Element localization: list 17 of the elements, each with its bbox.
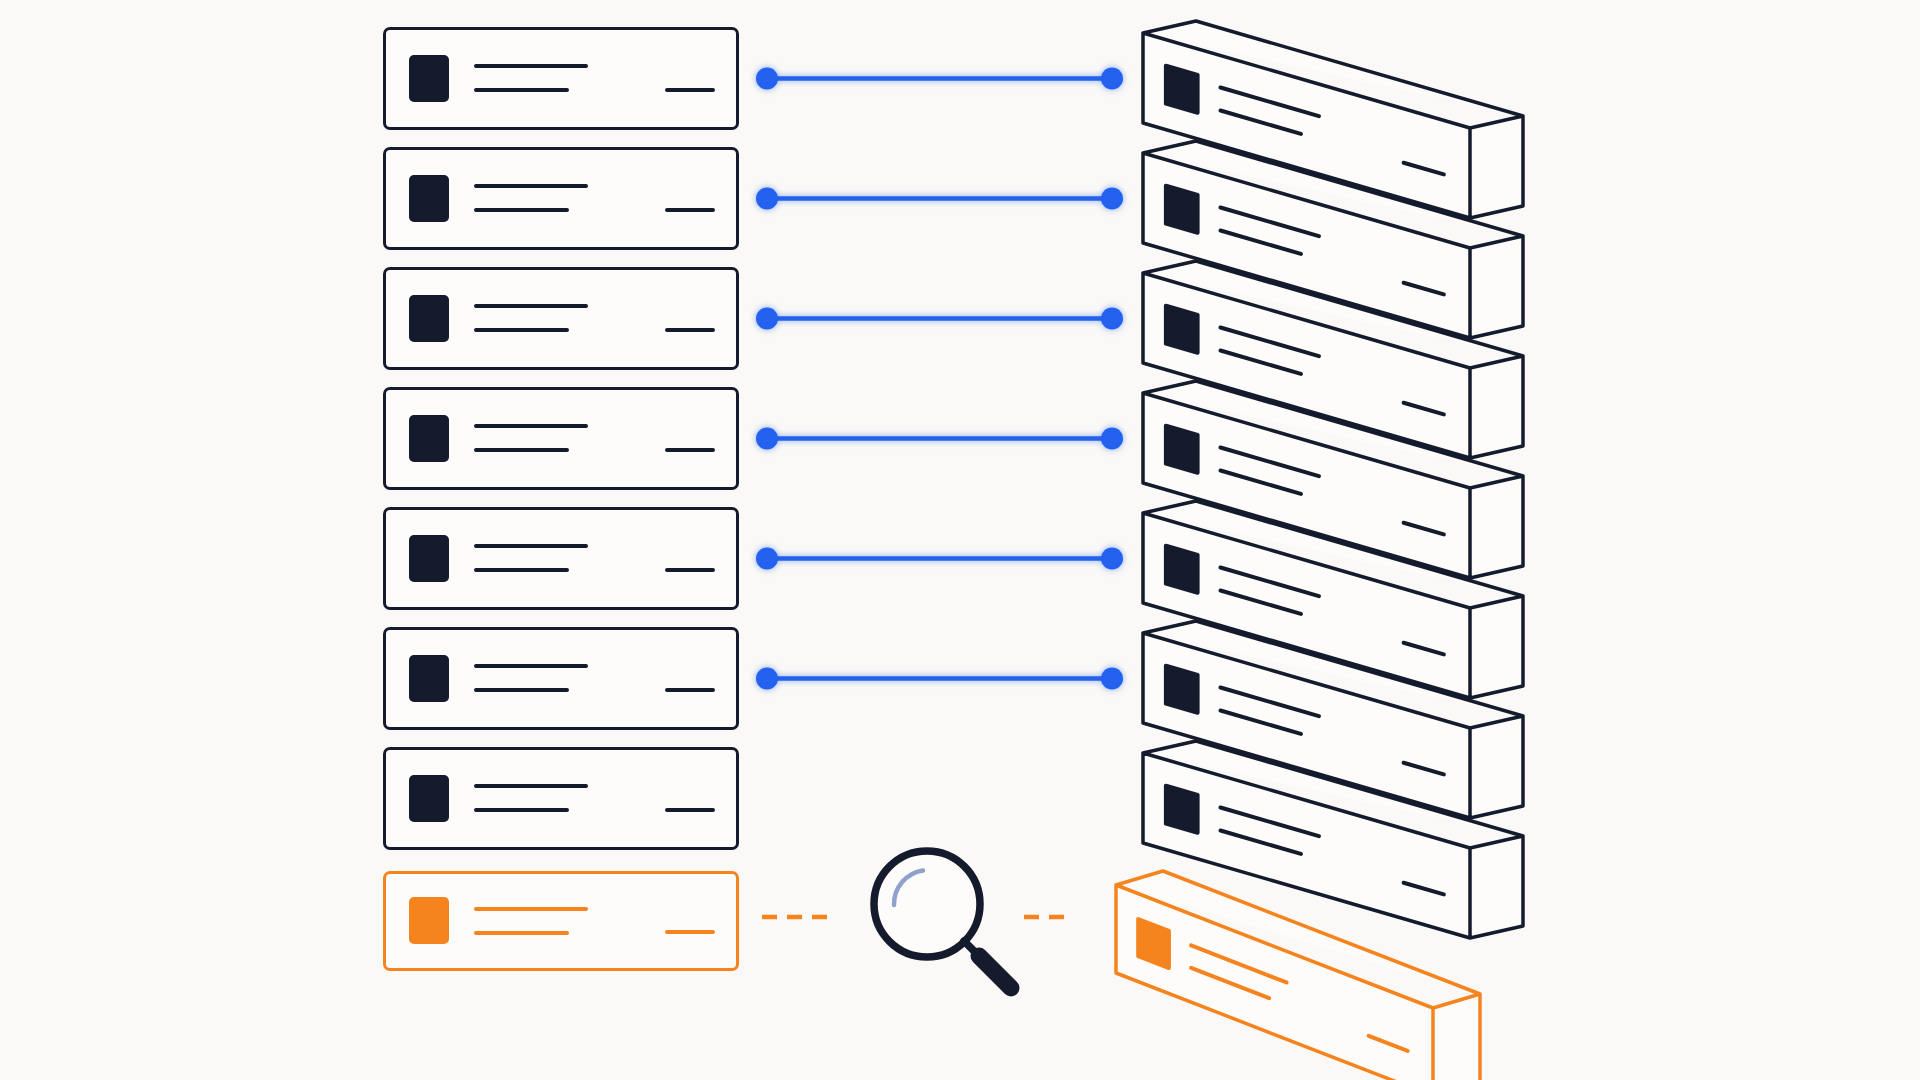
list-item-card [383,507,739,610]
list-item-card [383,147,739,250]
list-item-card [383,267,739,370]
list-item-card [383,747,739,850]
isometric-block [1140,18,1526,221]
list-item-card [383,387,739,490]
isometric-block [1140,618,1526,821]
isometric-block [1113,868,1483,1080]
isometric-block [1140,498,1526,701]
isometric-block [1140,258,1526,461]
list-item-card [383,627,739,730]
isometric-block [1140,138,1526,341]
isometric-block [1140,378,1526,581]
isometric-block [1140,738,1526,941]
list-item-card [383,871,739,971]
magnifier-icon [869,845,1022,998]
list-item-card [383,27,739,130]
